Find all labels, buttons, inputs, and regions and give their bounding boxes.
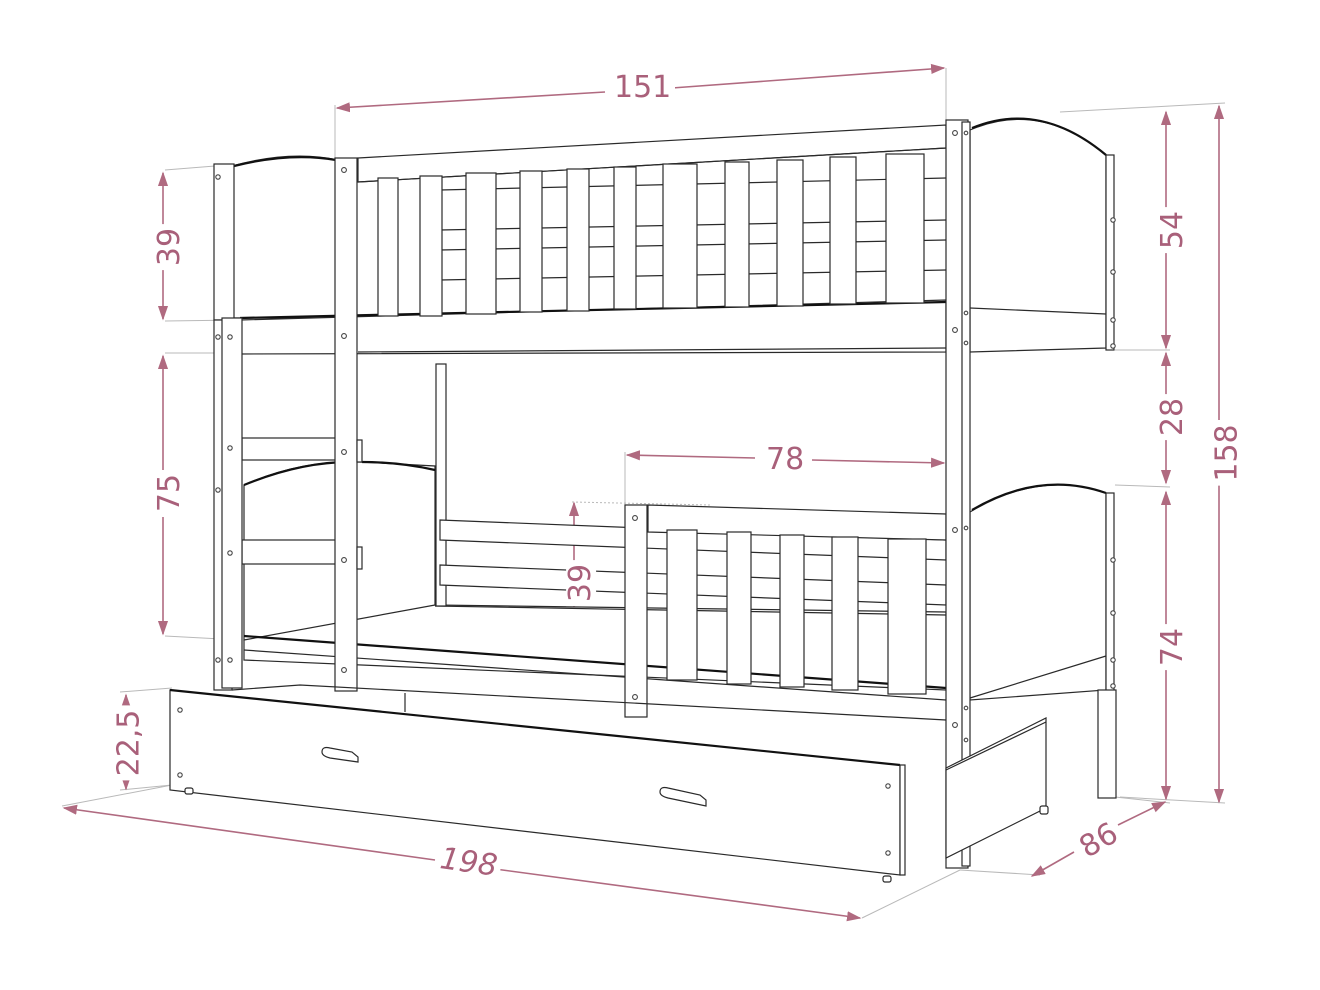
dim-upper-headboard-height: 39 — [152, 223, 187, 271]
dim-lower-clearance: 75 — [152, 469, 187, 517]
dim-drawer-height: 22,5 — [111, 705, 146, 781]
right-headboard-lower — [969, 483, 1117, 799]
dim-right-upper-height: 54 — [1155, 206, 1190, 254]
right-headboard-upper — [969, 117, 1116, 353]
upper-guard-rail — [357, 124, 947, 317]
dim-total-height: 158 — [1210, 420, 1245, 486]
trundle-drawer — [169, 688, 1049, 883]
dim-right-middle-gap: 28 — [1155, 393, 1190, 441]
drawer-handle-icon — [321, 746, 359, 763]
dimension-lines — [62, 63, 1225, 922]
dim-guard-rail-height: 39 — [563, 559, 598, 607]
lower-guard-rail — [624, 504, 947, 718]
front-right-post — [945, 119, 971, 869]
bed-base-rail — [231, 684, 947, 721]
dim-right-lower-height: 74 — [1155, 623, 1190, 671]
left-headboard-upper — [213, 155, 339, 321]
dim-top-length: 151 — [610, 73, 676, 103]
dim-guard-rail-length: 78 — [762, 445, 809, 475]
dim-overall-length: 198 — [434, 841, 504, 884]
ladder — [221, 157, 363, 692]
